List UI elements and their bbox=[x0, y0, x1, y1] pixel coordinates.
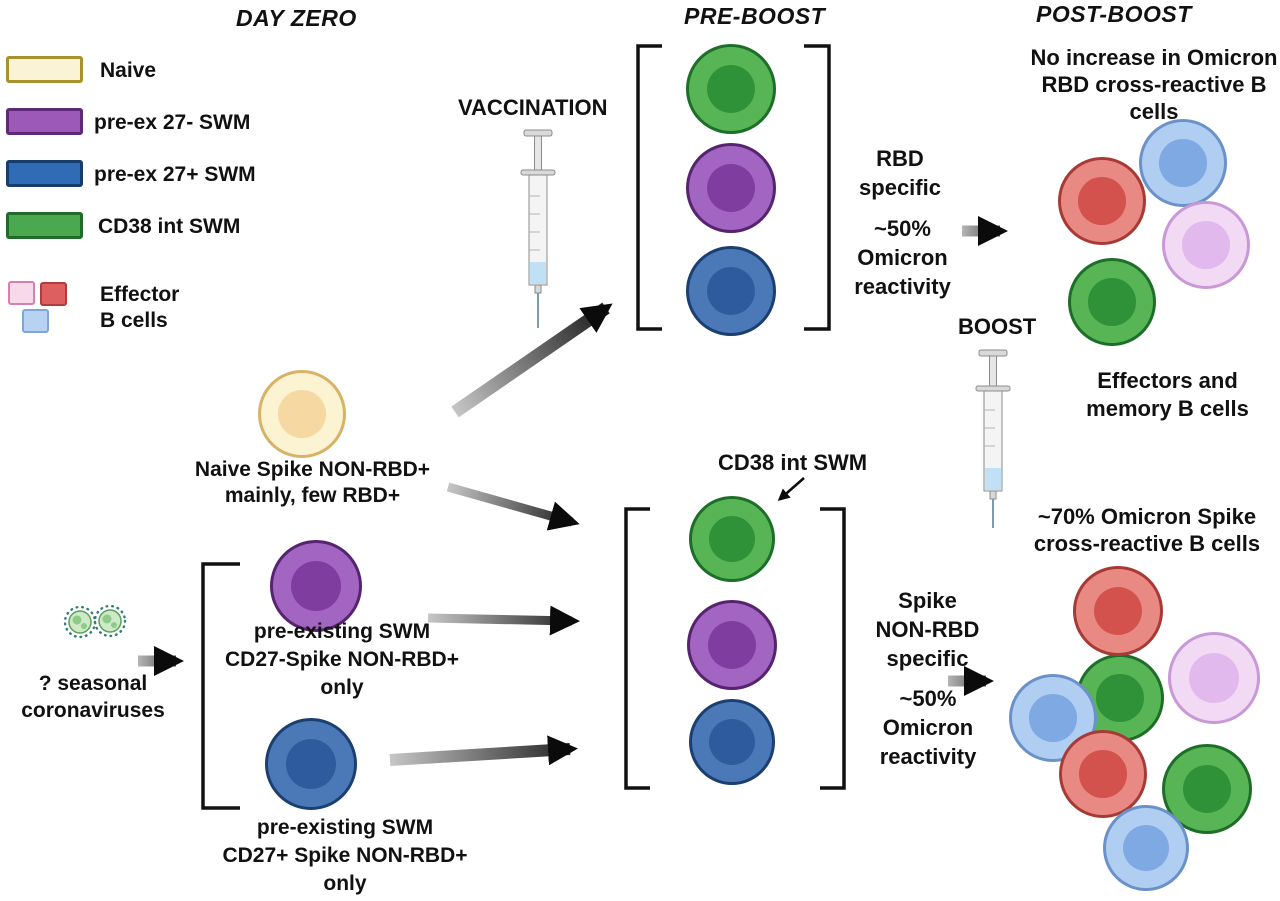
legend-effector-red-square bbox=[40, 282, 67, 306]
dayzero-naive-label: Naive Spike NON-RBD+ mainly, few RBD+ bbox=[194, 458, 431, 507]
arrow-cd38-callout bbox=[777, 477, 805, 501]
coronavirus-icons bbox=[63, 604, 127, 639]
legend-effector-lightblue-square bbox=[22, 309, 49, 333]
arrow-naive-to-top bbox=[451, 302, 613, 418]
legend-effector-pink-square bbox=[8, 281, 35, 305]
dayzero-naive-cell bbox=[258, 370, 346, 458]
dayzero-27minus-cell bbox=[270, 540, 362, 632]
postboost-top-red-cell bbox=[1058, 157, 1146, 245]
preboost-bottom-27minus-cell bbox=[687, 600, 777, 690]
postboost-top-green-cell bbox=[1068, 258, 1156, 346]
omicron-70-label: ~70% Omicron Spike cross-reactive B cell… bbox=[1033, 504, 1261, 556]
cd38-callout-label: CD38 int SWM bbox=[718, 450, 868, 475]
no-increase-label: No increase in Omicron RBD cross-reactiv… bbox=[1030, 45, 1278, 124]
postboost-top-pink-cell bbox=[1162, 201, 1250, 289]
boost-syringe-icon bbox=[975, 349, 1011, 528]
legend-swatch-cd38int bbox=[6, 212, 83, 239]
postboost-bottom-lightblue-bottom-cell bbox=[1103, 805, 1189, 891]
legend-label-preex27plus: pre-ex 27+ SWM bbox=[94, 163, 256, 186]
preboost-top-27plus-cell bbox=[686, 246, 776, 336]
postboost-bottom-lightblue-left-cell bbox=[1009, 674, 1097, 762]
rbd-reactivity-label: ~50% Omicron reactivity bbox=[854, 216, 951, 299]
dayzero-27minus-label: pre-existing SWM CD27-Spike NON-RBD+ onl… bbox=[225, 620, 459, 699]
postboost-bottom-red-low-cell bbox=[1059, 730, 1147, 818]
legend-label-cd38int: CD38 int SWM bbox=[98, 215, 241, 238]
legend-swatch-preex27minus bbox=[6, 108, 83, 135]
post-boost-header: POST-BOOST bbox=[1036, 1, 1192, 27]
arrow-naive-to-bottom bbox=[446, 482, 580, 531]
dayzero-27plus-label: pre-existing SWM CD27+ Spike NON-RBD+ on… bbox=[222, 816, 468, 895]
postboost-bottom-red-top-cell bbox=[1073, 566, 1163, 656]
preboost-top-27minus-cell bbox=[686, 143, 776, 233]
preboost-top-cd38-cell bbox=[686, 44, 776, 134]
vaccination-label: VACCINATION bbox=[458, 95, 608, 120]
preboost-bottom-cd38-cell bbox=[689, 496, 775, 582]
arrow-blue-to-bottom bbox=[389, 735, 578, 766]
postboost-bottom-pink-cell bbox=[1168, 632, 1260, 724]
postboost-top-lightblue-cell bbox=[1139, 119, 1227, 207]
dayzero-27plus-cell bbox=[265, 718, 357, 810]
preboost-bottom-27plus-cell bbox=[689, 699, 775, 785]
spike-specific-label: Spike NON-RBD specific bbox=[875, 588, 980, 671]
day-zero-header: DAY ZERO bbox=[236, 5, 357, 31]
boost-label: BOOST bbox=[958, 314, 1037, 339]
spike-reactivity-label: ~50% Omicron reactivity bbox=[879, 686, 977, 769]
seasonal-coronaviruses-label: ? seasonal coronaviruses bbox=[21, 672, 165, 722]
effectors-memory-label: Effectors and memory B cells bbox=[1086, 368, 1249, 421]
pre-boost-header: PRE-BOOST bbox=[684, 3, 826, 29]
vaccination-syringe-icon bbox=[520, 129, 556, 328]
legend-effector-label: Effector B cells bbox=[100, 283, 180, 332]
legend-label-preex27minus: pre-ex 27- SWM bbox=[94, 111, 251, 134]
legend-swatch-preex27plus bbox=[6, 160, 83, 187]
legend-label-naive: Naive bbox=[100, 59, 157, 82]
rbd-specific-label: RBD specific bbox=[859, 146, 941, 200]
legend-swatch-naive bbox=[6, 56, 83, 83]
